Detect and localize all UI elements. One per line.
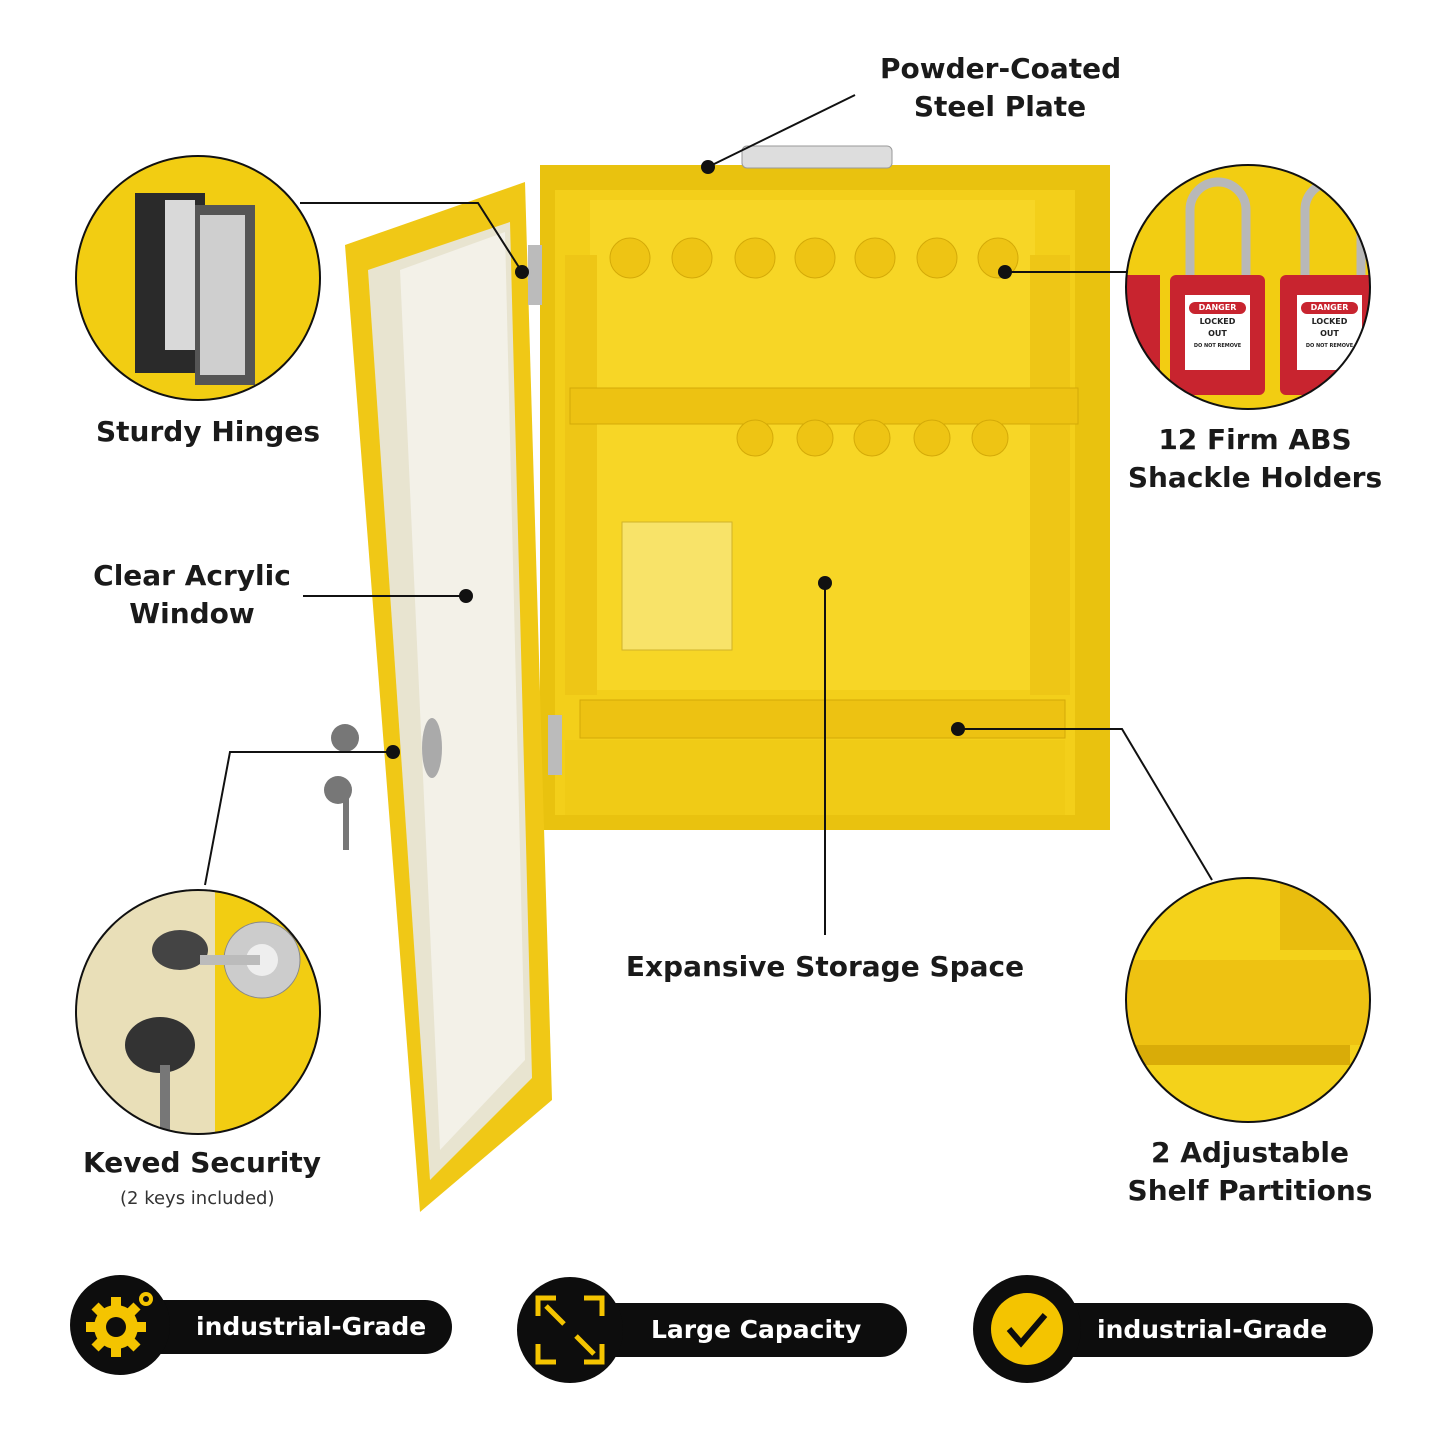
key-lock-detail-circle	[75, 889, 321, 1135]
hinge-detail-circle	[75, 155, 321, 401]
checkmark-circle-icon	[973, 1275, 1081, 1383]
callout-hinges: Sturdy Hinges	[96, 415, 320, 448]
expand-arrows-icon	[517, 1277, 623, 1383]
callout-line: Steel Plate	[913, 90, 1087, 123]
tag-line: DO NOT REMOVE	[1193, 343, 1242, 349]
callout-line: 12 Firm ABS	[1158, 423, 1352, 456]
shackle-holders	[609, 237, 1019, 457]
shelf-detail-circle	[1125, 877, 1371, 1123]
padlock-tag: DANGER LOCKED OUT DO NOT REMOVE	[1185, 300, 1250, 352]
callout-shelves: 2 Adjustable Shelf Partitions	[1120, 1134, 1380, 1210]
callout-line: Shelf Partitions	[1127, 1174, 1373, 1207]
padlock-detail-circle	[1125, 164, 1371, 410]
gear-icon	[70, 1275, 170, 1375]
badge-label: industrial-Grade	[1097, 1315, 1328, 1344]
tag-header: DANGER	[1189, 302, 1246, 314]
callout-lines	[204, 94, 1213, 935]
callout-line: Powder-Coated	[880, 52, 1122, 85]
tag-header: DANGER	[1301, 302, 1358, 314]
keys-icon	[324, 724, 359, 850]
callout-dots	[386, 160, 1012, 759]
callout-line: Clear Acrylic	[93, 559, 291, 592]
tag-line: DO NOT REMOVE	[1305, 343, 1354, 349]
callout-window: Clear Acrylic Window	[72, 557, 312, 633]
tag-line: LOCKED	[1311, 317, 1348, 326]
badge-label: industrial-Grade	[196, 1312, 427, 1341]
tag-line: LOCKED	[1199, 317, 1236, 326]
callout-line: Shackle Holders	[1127, 461, 1383, 494]
callout-security: Keved Security	[83, 1146, 321, 1179]
tag-line: OUT	[1320, 329, 1339, 338]
callout-steel-plate: Powder-Coated Steel Plate	[880, 50, 1122, 126]
callout-storage: Expansive Storage Space	[625, 950, 1025, 983]
padlock-tag: DANGER LOCKED OUT DO NOT REMOVE	[1297, 300, 1362, 352]
callout-line: Window	[129, 597, 255, 630]
tag-line: OUT	[1208, 329, 1227, 338]
callout-holders: 12 Firm ABS Shackle Holders	[1125, 421, 1385, 497]
cabinet-door	[345, 182, 562, 1212]
callout-security-note: (2 keys included)	[120, 1188, 275, 1209]
badge-label: Large Capacity	[651, 1315, 862, 1344]
callout-line: 2 Adjustable	[1150, 1136, 1350, 1169]
